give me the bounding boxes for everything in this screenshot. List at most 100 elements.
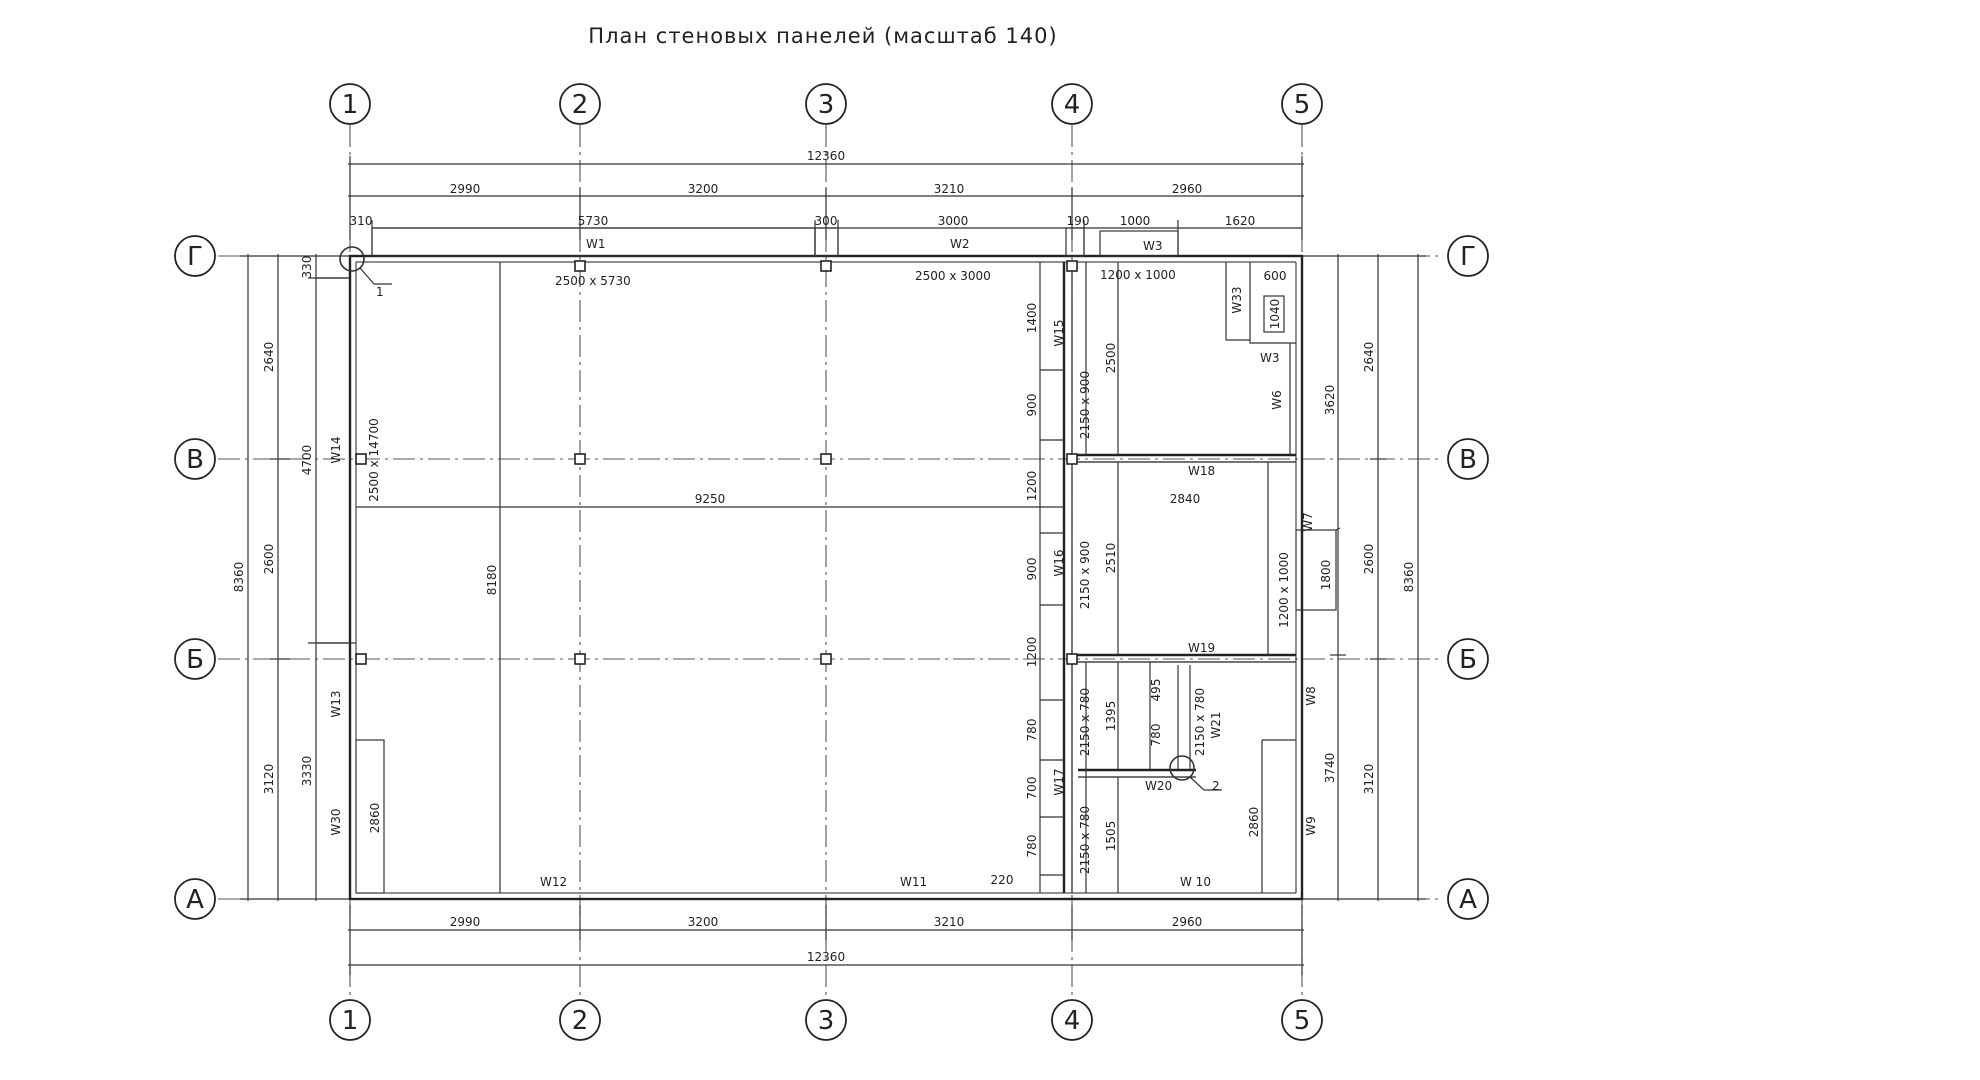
panel-W9: W9: [1304, 816, 1318, 836]
dim-left-total: 8360: [232, 562, 246, 593]
inner-dimensions: 9250 2840 8180 1400 900 1200 900 1200 78…: [368, 269, 1333, 887]
dim-780-c: 780: [1149, 724, 1163, 747]
opening-2150x900-b: 2150 x 900: [1078, 541, 1092, 609]
axis-B-left: Б: [186, 645, 204, 675]
axis-V-right: В: [1459, 445, 1477, 475]
dim-780-a: 780: [1025, 719, 1039, 742]
dim-right-span-1: 2640: [1362, 342, 1376, 373]
dim-top-span-3: 3210: [934, 182, 965, 196]
panel-W19: W19: [1188, 641, 1215, 655]
axis-A-right: А: [1459, 885, 1477, 915]
axis-5-top: 5: [1294, 90, 1311, 120]
dim-top-detail-5730: 5730: [578, 214, 609, 228]
outer-walls: [316, 227, 1341, 901]
dim-left-detail-3330: 3330: [300, 756, 314, 787]
axis-B-right: Б: [1459, 645, 1477, 675]
dim-900-a: 900: [1025, 394, 1039, 417]
dim-9250: 9250: [695, 492, 726, 506]
dim-2840: 2840: [1170, 492, 1201, 506]
panel-W15: W15: [1052, 319, 1066, 346]
dim-right-detail-3620: 3620: [1323, 385, 1337, 416]
dim-600: 600: [1264, 269, 1287, 283]
dim-right-detail-3740: 3740: [1323, 753, 1337, 784]
panel-W13: W13: [329, 690, 343, 717]
panel-W18: W18: [1188, 464, 1215, 478]
panel-W12: W12: [540, 875, 567, 889]
panel-W14: W14: [329, 436, 343, 463]
dim-top-span-1: 2990: [450, 182, 481, 196]
dim-bottom-span-1: 2990: [450, 915, 481, 929]
panel-W16: W16: [1052, 549, 1066, 576]
dim-left-detail-330: 330: [300, 256, 314, 279]
panel-W33: W33: [1230, 286, 1244, 313]
opening-2150x780-c: 2150 x 780: [1193, 688, 1207, 756]
dim-220: 220: [991, 873, 1014, 887]
axis-1-top: 1: [342, 90, 359, 120]
dim-1505: 1505: [1104, 821, 1118, 852]
panel-W20: W20: [1145, 779, 1172, 793]
dim-2510: 2510: [1104, 543, 1118, 574]
dim-left-span-1: 2640: [262, 342, 276, 373]
dim-bottom-span-2: 3200: [688, 915, 719, 929]
dim-total-bottom: 12360: [807, 950, 845, 964]
opening-2150x780-b: 2150 x 780: [1078, 806, 1092, 874]
right-dimensions: 3620 3740 2640 2600 3120 8360: [1302, 254, 1426, 901]
dim-top-detail-1000: 1000: [1120, 214, 1151, 228]
dim-left-span-3: 3120: [262, 764, 276, 795]
dim-8180: 8180: [485, 565, 499, 596]
axis-markers-left: Г В Б А: [174, 235, 216, 920]
dim-left-span-2: 2600: [262, 544, 276, 575]
panel-W11: W11: [900, 875, 927, 889]
panel-labels: W1 W2 W3 W3 W33 W6 W7 W8 W9 W 10 W11 W12…: [329, 237, 1318, 889]
dim-top-detail-3000: 3000: [938, 214, 969, 228]
axis-V-left: В: [186, 445, 204, 475]
panel-W3-b: W3: [1260, 351, 1280, 365]
dim-1395: 1395: [1104, 701, 1118, 732]
panel-W21: W21: [1209, 711, 1223, 738]
axis-markers-right: Г В Б А: [1447, 235, 1489, 920]
dim-left-detail-4700: 4700: [300, 445, 314, 476]
columns: [355, 260, 1078, 665]
dim-2860-left: 2860: [368, 803, 382, 834]
dim-top-detail-310: 310: [350, 214, 373, 228]
axis-1-bottom: 1: [342, 1006, 359, 1036]
opening-sizes: 2500 x 5730 2500 x 3000 1200 x 1000 2500…: [367, 268, 1291, 874]
axis-markers-top: 1 2 3 4 5: [329, 83, 1323, 125]
axis-4-top: 4: [1064, 90, 1081, 120]
panel-W7: W7: [1301, 512, 1315, 532]
dim-top-span-4: 2960: [1172, 182, 1203, 196]
axis-2-top: 2: [572, 90, 589, 120]
dim-1040: 1040: [1268, 299, 1282, 330]
panel-W30: W30: [329, 808, 343, 835]
panel-W17: W17: [1052, 768, 1066, 795]
dim-700: 700: [1025, 777, 1039, 800]
axis-markers-bottom: 1 2 3 4 5: [329, 999, 1323, 1041]
bottom-dimensions: 2990 3200 3210 2960 12360: [348, 905, 1304, 975]
axis-5-bottom: 5: [1294, 1006, 1311, 1036]
dim-1200-b: 1200: [1025, 637, 1039, 668]
dim-2860-right: 2860: [1247, 807, 1261, 838]
axis-G-right: Г: [1460, 242, 1476, 272]
drawing-title: План стеновых панелей (масштаб 140): [588, 24, 1057, 48]
dim-bottom-span-4: 2960: [1172, 915, 1203, 929]
dim-495: 495: [1149, 679, 1163, 702]
node-2-label: 2: [1212, 779, 1220, 793]
dim-1400: 1400: [1025, 303, 1039, 334]
dim-1800: 1800: [1319, 560, 1333, 591]
panel-W6: W6: [1270, 390, 1284, 410]
opening-2500x3000: 2500 x 3000: [915, 269, 991, 283]
panel-W3: W3: [1143, 239, 1163, 253]
opening-2150x900-a: 2150 x 900: [1078, 371, 1092, 439]
axis-A-left: А: [186, 885, 204, 915]
axis-2-bottom: 2: [572, 1006, 589, 1036]
axis-G-left: Г: [187, 242, 203, 272]
dim-bottom-span-3: 3210: [934, 915, 965, 929]
node-callouts: 1 2: [339, 246, 1222, 793]
axis-3-top: 3: [818, 90, 835, 120]
dim-top-detail-190: 190: [1067, 214, 1090, 228]
dim-top-detail-300: 300: [815, 214, 838, 228]
dim-top-span-2: 3200: [688, 182, 719, 196]
panel-W10: W 10: [1180, 875, 1211, 889]
